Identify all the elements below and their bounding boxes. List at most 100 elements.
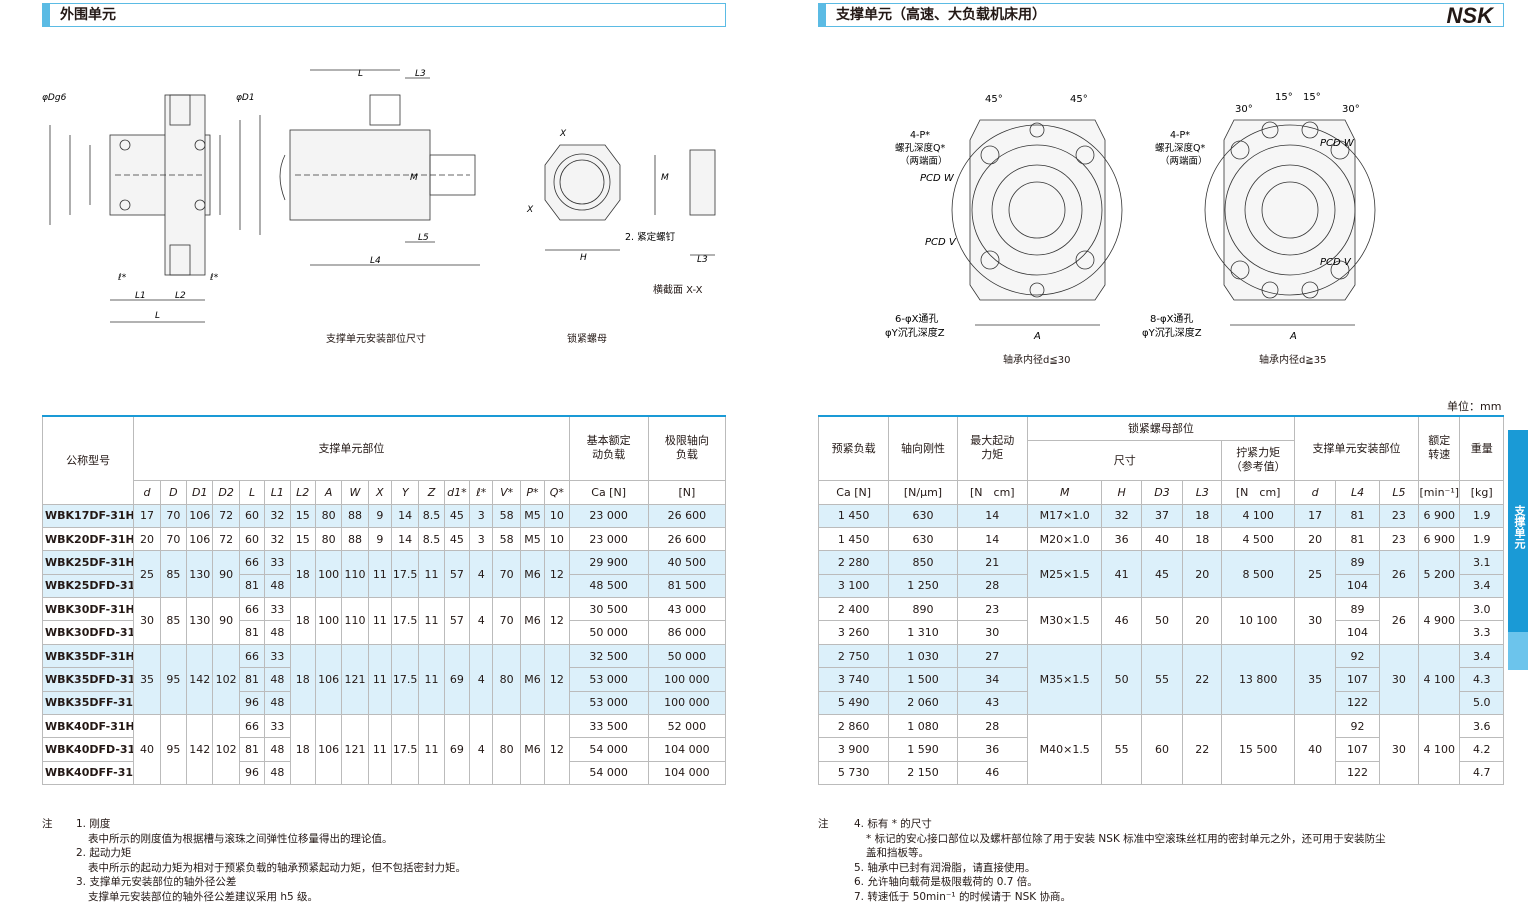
cell: 11	[418, 714, 445, 786]
cell: 122	[1335, 690, 1380, 716]
dim-L3-nut: L3	[697, 255, 708, 265]
unit-label: 单位：mm	[1447, 400, 1502, 413]
note-4: 4. 标有 * 的尺寸	[854, 818, 932, 830]
subheader-9: X	[367, 479, 392, 505]
cell: M6	[519, 643, 546, 716]
cell: 11	[367, 714, 392, 786]
side-tab	[1508, 430, 1528, 670]
cell: 72	[212, 526, 240, 552]
cell: 30	[1293, 597, 1337, 645]
cell: 6 900	[1418, 503, 1461, 528]
model-cell: WBK20DF-31H	[41, 526, 135, 552]
subheader-11: Z	[418, 479, 445, 505]
cell: 33	[264, 550, 291, 575]
cell: 4 100	[1221, 503, 1295, 528]
cell: 30	[1378, 714, 1420, 786]
cell: M6	[519, 714, 546, 786]
cell: M6	[519, 550, 546, 599]
cell: 3	[469, 526, 494, 552]
unit-10: L5	[1378, 479, 1420, 505]
subheader-8: W	[341, 479, 369, 505]
col-speed: 额定 转速	[1418, 415, 1461, 481]
dim-H: H	[580, 253, 587, 263]
cell: 104 000	[647, 737, 727, 762]
cell: 100 000	[647, 667, 727, 692]
cell: 23	[1378, 503, 1420, 528]
model-cell: WBK25DF-31H	[41, 550, 135, 575]
cell: 88	[341, 503, 369, 528]
cell: 17.5	[390, 714, 420, 786]
subheader-10: Y	[390, 479, 420, 505]
angle-15-right: 15°	[1303, 92, 1321, 103]
cell: 15	[289, 526, 316, 552]
cell: 12	[544, 714, 570, 786]
unit-0: Ca [N]	[817, 479, 890, 505]
subheader-16: Q*	[544, 479, 570, 505]
nsk-logo: NSK	[1446, 3, 1493, 28]
cell: 20	[1293, 526, 1337, 552]
both-faces-right: （两端面）	[1160, 155, 1208, 167]
cell: 26	[1378, 550, 1420, 599]
cell: 81	[238, 620, 266, 645]
cell: 1 250	[888, 573, 958, 599]
cell: 48	[264, 690, 291, 716]
dim-x-bottom: X	[526, 205, 534, 215]
cell: 17.5	[390, 643, 420, 716]
cell: 3 900	[817, 737, 890, 762]
cell: 1 500	[888, 667, 958, 692]
model-cell: WBK35DF-31H	[41, 643, 135, 669]
note-1: 1. 刚度	[76, 818, 111, 830]
cell: 89	[1335, 597, 1380, 622]
note-2: 2. 起动力矩	[76, 847, 132, 859]
dim-x-top: X	[559, 129, 567, 139]
dim-L4: L4	[370, 256, 381, 266]
dim-L3: L3	[415, 69, 426, 79]
torque-text: 最大起动 力矩	[970, 434, 1015, 462]
cell: 630	[888, 526, 958, 552]
unit-6: L3	[1182, 479, 1223, 505]
unit-n: [N]	[647, 479, 727, 505]
model-cell: WBK25DFD-31H	[41, 573, 135, 599]
dim-L2: L2	[175, 291, 186, 301]
cell: 81	[1335, 503, 1380, 528]
cell: 121	[341, 643, 369, 716]
subheader-7: A	[314, 479, 343, 505]
dim-L: L	[358, 69, 363, 79]
cell: 10	[544, 503, 570, 528]
cell: 57	[443, 597, 471, 645]
cell: 60	[238, 503, 266, 528]
cell: 1 450	[817, 526, 890, 552]
cell: 100	[314, 550, 343, 599]
cell: M5	[519, 503, 546, 528]
unit-2: [N cm]	[956, 479, 1028, 505]
cell: 102	[212, 714, 240, 786]
cell: 3 740	[817, 667, 890, 692]
cell: 20	[133, 526, 161, 552]
cell: M6	[519, 597, 546, 645]
cell: 11	[367, 597, 392, 645]
col-stiffness: 轴向刚性	[888, 415, 958, 481]
cell: 2 150	[888, 760, 958, 786]
cell: 4 900	[1418, 597, 1461, 645]
cell: 81	[238, 737, 266, 762]
pcd-w-left: PCD W	[920, 173, 955, 184]
cell: 88	[341, 526, 369, 552]
cell: 20	[1182, 550, 1223, 599]
hole-8x: 8-φX通孔	[1150, 313, 1193, 325]
cell: 32	[264, 503, 291, 528]
cell: 9	[367, 526, 392, 552]
tightening-text: 拧紧力矩 （参考值）	[1230, 446, 1286, 473]
cell: 18	[289, 550, 316, 599]
cell: 13 800	[1221, 643, 1295, 716]
unit-7: [N cm]	[1221, 479, 1295, 505]
cell: 106	[186, 526, 214, 552]
cell: 58	[492, 503, 521, 528]
